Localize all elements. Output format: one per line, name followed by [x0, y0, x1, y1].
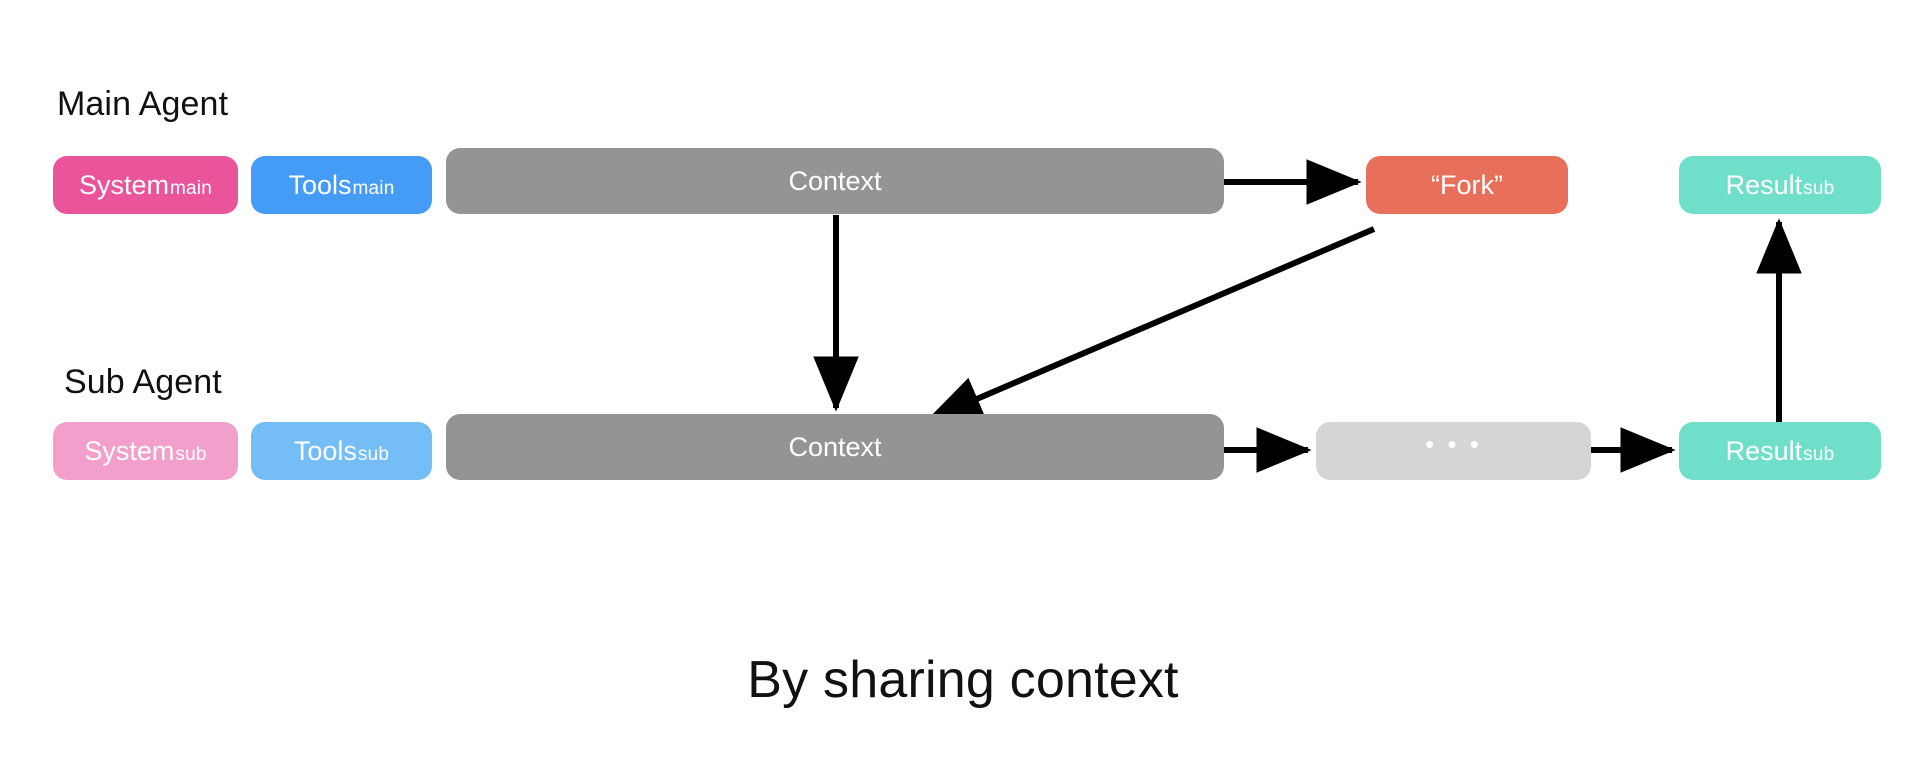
box-system-sub-subscript: sub [175, 444, 207, 465]
diagram-caption: By sharing context [747, 651, 1179, 709]
box-tools-main-label: Tools [288, 169, 352, 200]
row-label-sub-agent: Sub Agent [64, 363, 222, 401]
box-ellipsis-label: • • • [1425, 428, 1482, 459]
box-result-sub-subscript: sub [1803, 444, 1835, 465]
box-system-main-subscript: main [170, 178, 212, 199]
box-context-main[interactable]: Context [446, 148, 1224, 214]
box-tools-main-subscript: main [352, 178, 395, 199]
box-result-main-subscript: sub [1803, 178, 1835, 199]
row-label-main-agent: Main Agent [57, 85, 229, 123]
box-result-sub-label: Result [1725, 435, 1803, 466]
box-context-sub[interactable]: Context [446, 414, 1224, 480]
box-fork[interactable]: “Fork” [1366, 156, 1568, 214]
box-context-main-label: Context [788, 165, 882, 196]
arrow-fork-to-context-sub [926, 226, 1376, 422]
box-ellipsis-placeholder[interactable]: • • • [1316, 422, 1591, 480]
box-context-sub-label: Context [788, 431, 882, 462]
box-system-sub-label: System [84, 435, 175, 466]
box-fork-label: “Fork” [1431, 169, 1503, 200]
box-tools-sub-subscript: sub [357, 444, 390, 465]
box-system-main-label: System [78, 169, 170, 200]
box-tools-sub-label: Tools [293, 435, 357, 466]
box-result-main-label: Result [1725, 169, 1803, 200]
